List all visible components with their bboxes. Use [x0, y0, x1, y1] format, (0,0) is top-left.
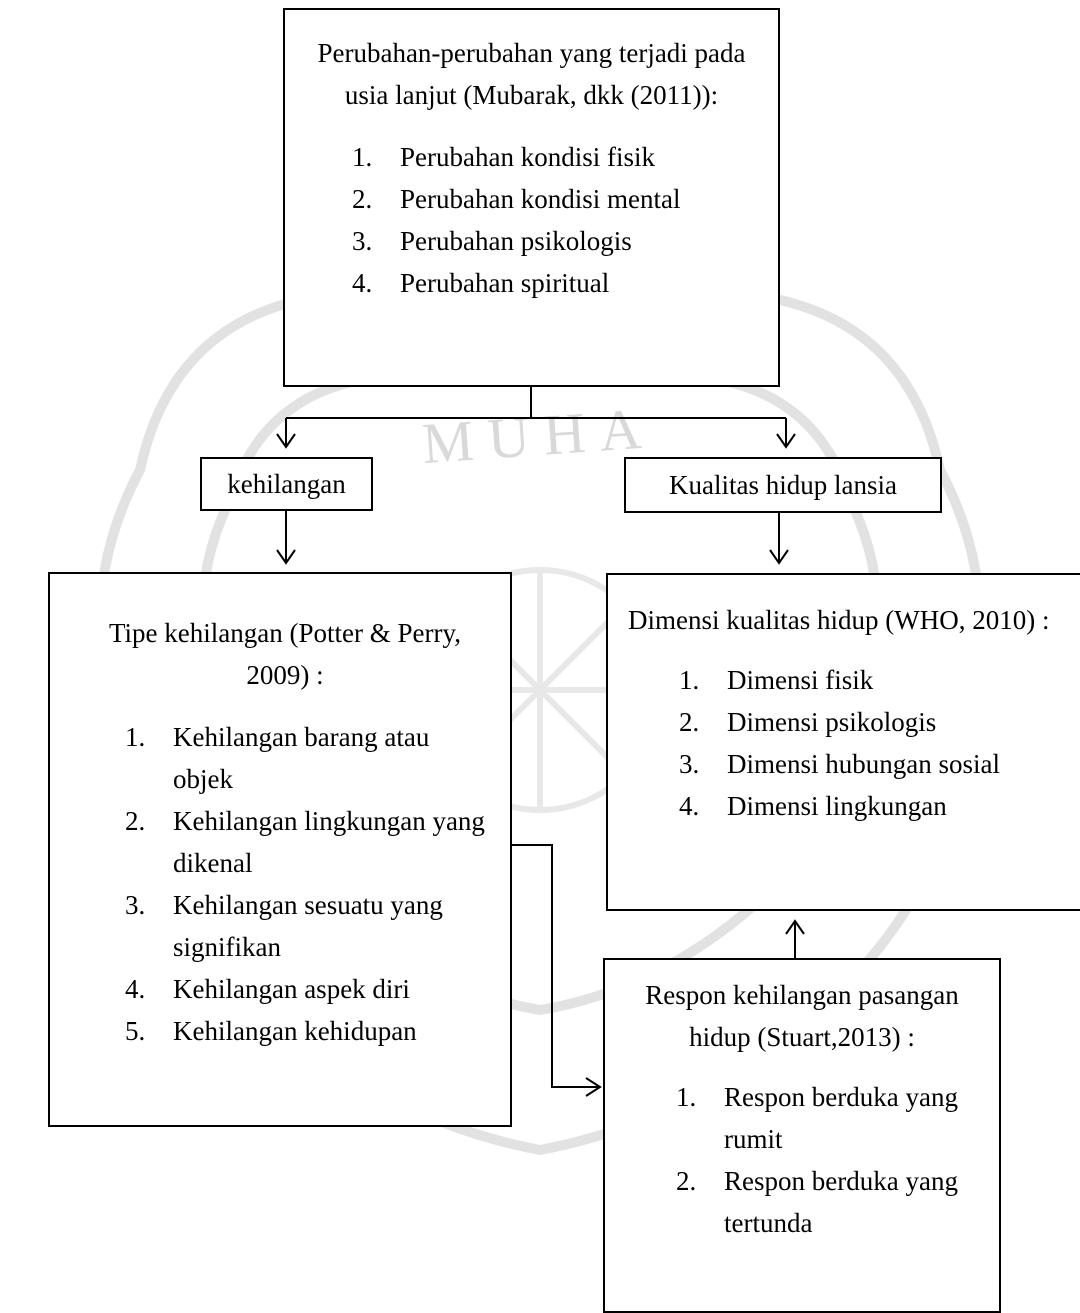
respon-kehilangan-title: Respon kehilangan pasangan hidup (Stuart…	[645, 980, 959, 1052]
list-item: 5.Kehilangan kehidupan	[125, 1016, 417, 1046]
list-item: 3.Dimensi hubungan sosial	[679, 749, 1000, 779]
respon-kehilangan-box: Respon kehilangan pasangan hidup (Stuart…	[603, 958, 1001, 1313]
respon-kehilangan-list: 1.Respon berduka yang rumit 2.Respon ber…	[605, 1076, 999, 1244]
changes-title: Perubahan-perubahan yang terjadi pada us…	[317, 38, 746, 110]
list-item: 2.Dimensi psikologis	[679, 707, 937, 737]
dimensi-kualitas-title: Dimensi kualitas hidup (WHO, 2010) :	[628, 605, 1050, 635]
list-item: 4.Dimensi lingkungan	[679, 791, 947, 821]
list-item: 1.Kehilangan barang atau objek	[125, 722, 430, 794]
list-item: 1.Dimensi fisik	[679, 665, 874, 695]
list-item: 3.Perubahan psikologis	[352, 226, 632, 256]
dimensi-kualitas-box: Dimensi kualitas hidup (WHO, 2010) : 1.D…	[606, 573, 1080, 911]
list-item: 2.Kehilangan lingkungan yang dikenal	[125, 806, 485, 878]
watermark-text: MUHA	[420, 395, 657, 476]
tipe-kehilangan-box: Tipe kehilangan (Potter & Perry, 2009) :…	[48, 572, 512, 1127]
changes-box: Perubahan-perubahan yang terjadi pada us…	[283, 8, 780, 387]
tipe-kehilangan-title: Tipe kehilangan (Potter & Perry, 2009) :	[109, 618, 461, 690]
list-item: 2.Perubahan kondisi mental	[352, 184, 681, 214]
kehilangan-box: kehilangan	[200, 457, 373, 511]
kualitas-hidup-box: Kualitas hidup lansia	[624, 457, 942, 513]
tipe-kehilangan-list: 1.Kehilangan barang atau objek 2.Kehilan…	[50, 716, 510, 1052]
changes-list: 1.Perubahan kondisi fisik 2.Perubahan ko…	[285, 136, 778, 304]
dimensi-kualitas-list: 1.Dimensi fisik 2.Dimensi psikologis 3.D…	[608, 659, 1080, 827]
kualitas-hidup-label: Kualitas hidup lansia	[669, 470, 897, 500]
list-item: 2.Respon berduka yang tertunda	[676, 1166, 958, 1238]
list-item: 4.Perubahan spiritual	[352, 268, 610, 298]
list-item: 1.Respon berduka yang rumit	[676, 1082, 958, 1154]
list-item: 3.Kehilangan sesuatu yang signifikan	[125, 890, 443, 962]
list-item: 1.Perubahan kondisi fisik	[352, 142, 655, 172]
list-item: 4.Kehilangan aspek diri	[125, 974, 410, 1004]
kehilangan-label: kehilangan	[227, 469, 346, 499]
